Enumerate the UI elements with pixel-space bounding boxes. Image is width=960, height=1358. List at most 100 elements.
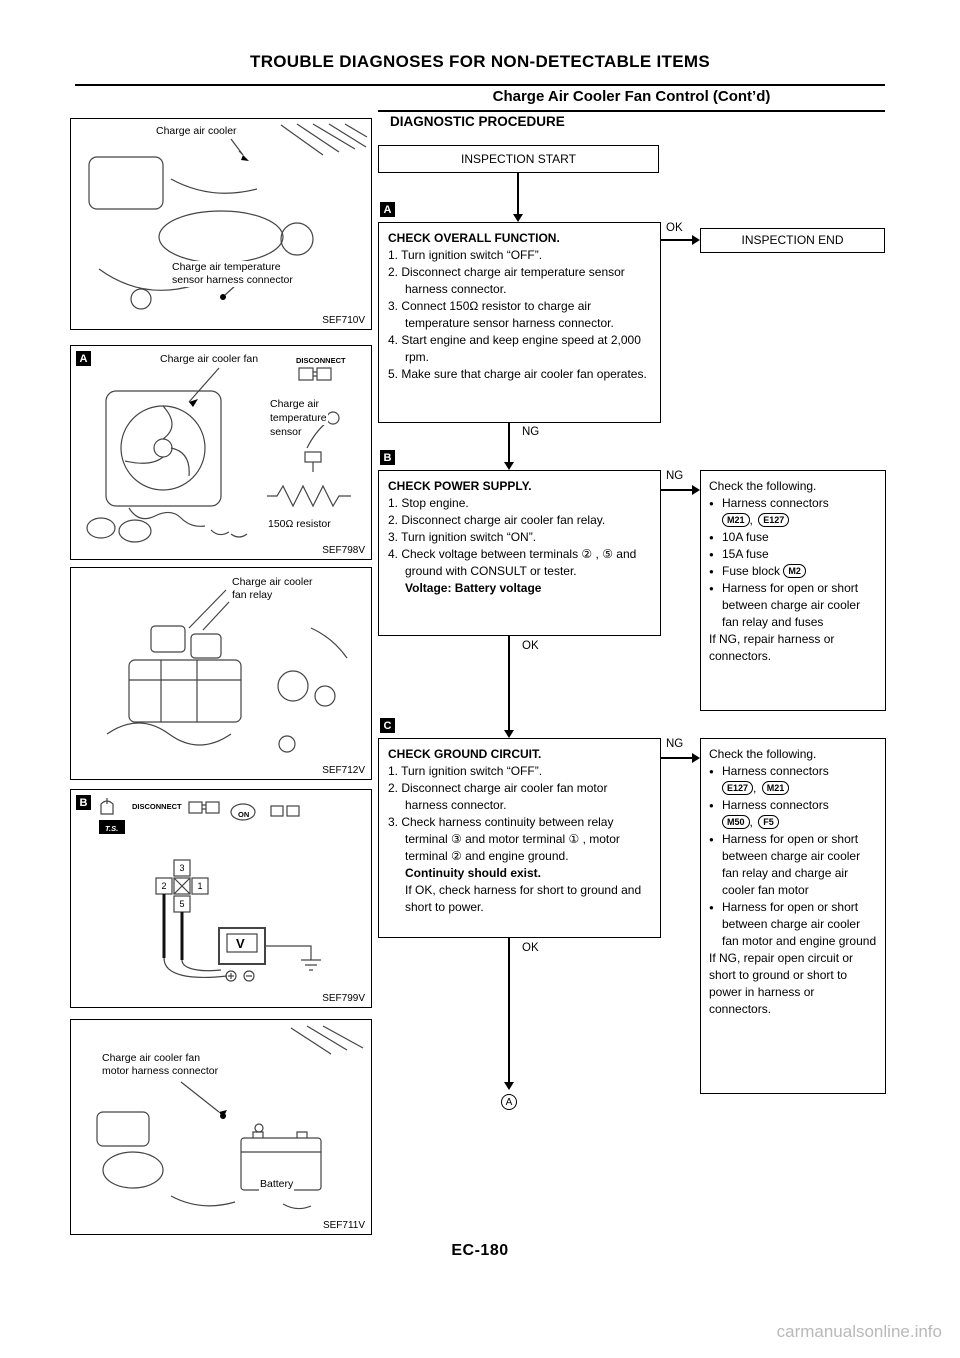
check-ground-circuit-title: CHECK GROUND CIRCUIT. xyxy=(388,747,542,761)
check-overall-function-box: CHECK OVERALL FUNCTION. 1. Turn ignition… xyxy=(378,222,661,423)
inspection-end-label: INSPECTION END xyxy=(741,233,844,247)
header-rule xyxy=(75,84,885,86)
ok-branch-label: OK xyxy=(666,222,683,234)
relay-photo-sketch xyxy=(106,589,348,753)
ground-circuit-ng-box: Check the following. Harness connectors … xyxy=(700,738,886,1094)
fuse-block-badge-m2: M2 xyxy=(783,564,806,578)
fig3-relay-label-1: Charge air cooler xyxy=(231,576,314,589)
ng-repair-note: If NG, repair harness or connectors. xyxy=(709,632,835,663)
check-item: Harness connectors E127, M21 xyxy=(709,763,877,797)
fig1-cooler-label: Charge air cooler xyxy=(155,125,238,138)
watermark: carmanualsonline.info xyxy=(776,1322,942,1341)
connector-badge-f5: F5 xyxy=(758,815,779,829)
diagnostic-procedure-heading: DIAGNOSTIC PROCEDURE xyxy=(390,114,565,129)
connector-badge-m50: M50 xyxy=(722,815,750,829)
ng-branch-label: NG xyxy=(666,470,684,482)
figure-marker-a: A xyxy=(76,351,91,366)
procedure-step: 4. Start engine and keep engine speed at… xyxy=(388,333,641,364)
check-item: Harness for open or short between charge… xyxy=(709,831,877,899)
connector-badge-e127: E127 xyxy=(758,513,790,527)
check-power-supply-title: CHECK POWER SUPPLY. xyxy=(388,479,532,493)
figure-sef711v: Charge air cooler fan motor harness conn… xyxy=(70,1019,372,1235)
ng-branch-label: NG xyxy=(522,426,540,438)
terminal-1: 1 xyxy=(197,881,203,891)
terminal-2: 2 xyxy=(161,881,167,891)
continuity-spec: Continuity should exist. xyxy=(405,866,542,880)
figure-sef798v: A Charge air cooler fan DISCONNECT Charg… xyxy=(70,345,372,560)
connector-a-to-b xyxy=(504,423,514,470)
fig2-resistor-label: 150Ω resistor xyxy=(267,518,332,531)
check-item: Harness for open or short between charge… xyxy=(709,899,877,950)
fig5-battery-label: Battery xyxy=(259,1178,295,1191)
ts-tool-label: T.S. xyxy=(105,824,119,833)
check-item: 10A fuse xyxy=(709,529,877,546)
check-item: Harness for open or short between charge… xyxy=(709,580,877,631)
procedure-step: 2. Disconnect charge air cooler fan rela… xyxy=(388,513,606,527)
procedure-step: 3. Check harness continuity between rela… xyxy=(388,815,620,863)
fig2-sensor-label-1: Charge air xyxy=(269,398,321,411)
fig2-fan-label: Charge air cooler fan xyxy=(159,353,260,366)
fig5-motor-label-2: motor harness connector xyxy=(101,1065,220,1078)
procedure-step: 1. Turn ignition switch “OFF”. xyxy=(388,248,543,262)
figure-sef710v: Charge air cooler Charge air temperature… xyxy=(70,118,372,330)
connector-start-to-a xyxy=(513,173,523,222)
continuity-test-sketch xyxy=(99,798,321,982)
figure-code: SEF712V xyxy=(321,765,366,776)
check-item: 15A fuse xyxy=(709,546,877,563)
procedure-step: 2. Disconnect charge air temperature sen… xyxy=(388,265,625,296)
check-item: Harness connectors M50, F5 xyxy=(709,797,877,831)
fig4-on-label: ON xyxy=(238,810,250,819)
connector-c-to-ng2 xyxy=(661,753,700,763)
fig5-motor-label-1: Charge air cooler fan xyxy=(101,1052,202,1065)
check-following-title: Check the following. xyxy=(709,747,817,761)
figure-code: SEF799V xyxy=(321,993,366,1004)
fig1-sensor-label-2: sensor harness connector xyxy=(171,274,294,287)
ng-branch-label: NG xyxy=(666,738,684,750)
flow-marker-b: B xyxy=(380,450,395,465)
flow-marker-a: A xyxy=(380,202,395,217)
voltage-spec: Voltage: Battery voltage xyxy=(405,581,542,595)
ok-branch-label: OK xyxy=(522,640,539,652)
connector-b-to-ng1 xyxy=(661,485,700,495)
section-subtitle: Charge Air Cooler Fan Control (Cont’d) xyxy=(378,88,885,112)
connector-badge-e127: E127 xyxy=(722,781,754,795)
inspection-start-label: INSPECTION START xyxy=(461,151,576,166)
connector-b-to-c xyxy=(504,636,514,738)
figure-marker-b: B xyxy=(76,795,91,810)
figure-sef712v: Charge air cooler fan relay SEF712V xyxy=(70,567,372,780)
ng-repair-note: If NG, repair open circuit or short to g… xyxy=(709,951,854,1016)
fig2-disconnect-label: DISCONNECT xyxy=(295,354,347,367)
power-supply-ng-box: Check the following. Harness connectors … xyxy=(700,470,886,711)
figure-code: SEF710V xyxy=(321,315,366,326)
figure-code: SEF711V xyxy=(321,1220,366,1231)
page-number: EC-180 xyxy=(451,1242,509,1259)
figure-code: SEF798V xyxy=(321,545,366,556)
connector-a-to-end xyxy=(661,235,700,245)
continue-marker-a: A xyxy=(501,1094,517,1110)
fig4-disconnect-label: DISCONNECT xyxy=(131,800,183,813)
check-overall-function-title: CHECK OVERALL FUNCTION. xyxy=(388,231,560,245)
terminal-5: 5 xyxy=(179,899,185,909)
battery-photo-sketch xyxy=(96,1025,364,1210)
voltmeter-symbol: V xyxy=(236,936,245,951)
flow-marker-c: C xyxy=(380,718,395,733)
terminal-3: 3 xyxy=(179,863,185,873)
connector-c-to-continue xyxy=(504,938,514,1090)
connector-badge-m21: M21 xyxy=(761,781,790,795)
check-following-title: Check the following. xyxy=(709,479,817,493)
fan-resistor-sketch xyxy=(86,367,351,543)
fig2-sensor-label-2: temperature xyxy=(269,412,328,425)
procedure-step: 3. Turn ignition switch “ON”. xyxy=(388,530,537,544)
procedure-step: 3. Connect 150Ω resistor to charge air t… xyxy=(388,299,614,330)
engine-photo-sketch xyxy=(88,123,368,310)
fig2-sensor-label-3: sensor xyxy=(269,426,303,439)
connector-badge-m21: M21 xyxy=(722,513,750,527)
procedure-step: 5. Make sure that charge air cooler fan … xyxy=(388,367,647,381)
inspection-start-box: INSPECTION START xyxy=(378,145,659,173)
check-item: Fuse block M2 xyxy=(709,563,877,580)
page-title: TROUBLE DIAGNOSES FOR NON-DETECTABLE ITE… xyxy=(250,52,710,71)
inspection-end-box: INSPECTION END xyxy=(700,228,885,253)
check-item: Harness connectors M21, E127 xyxy=(709,495,877,529)
fig3-relay-label-2: fan relay xyxy=(231,589,274,602)
